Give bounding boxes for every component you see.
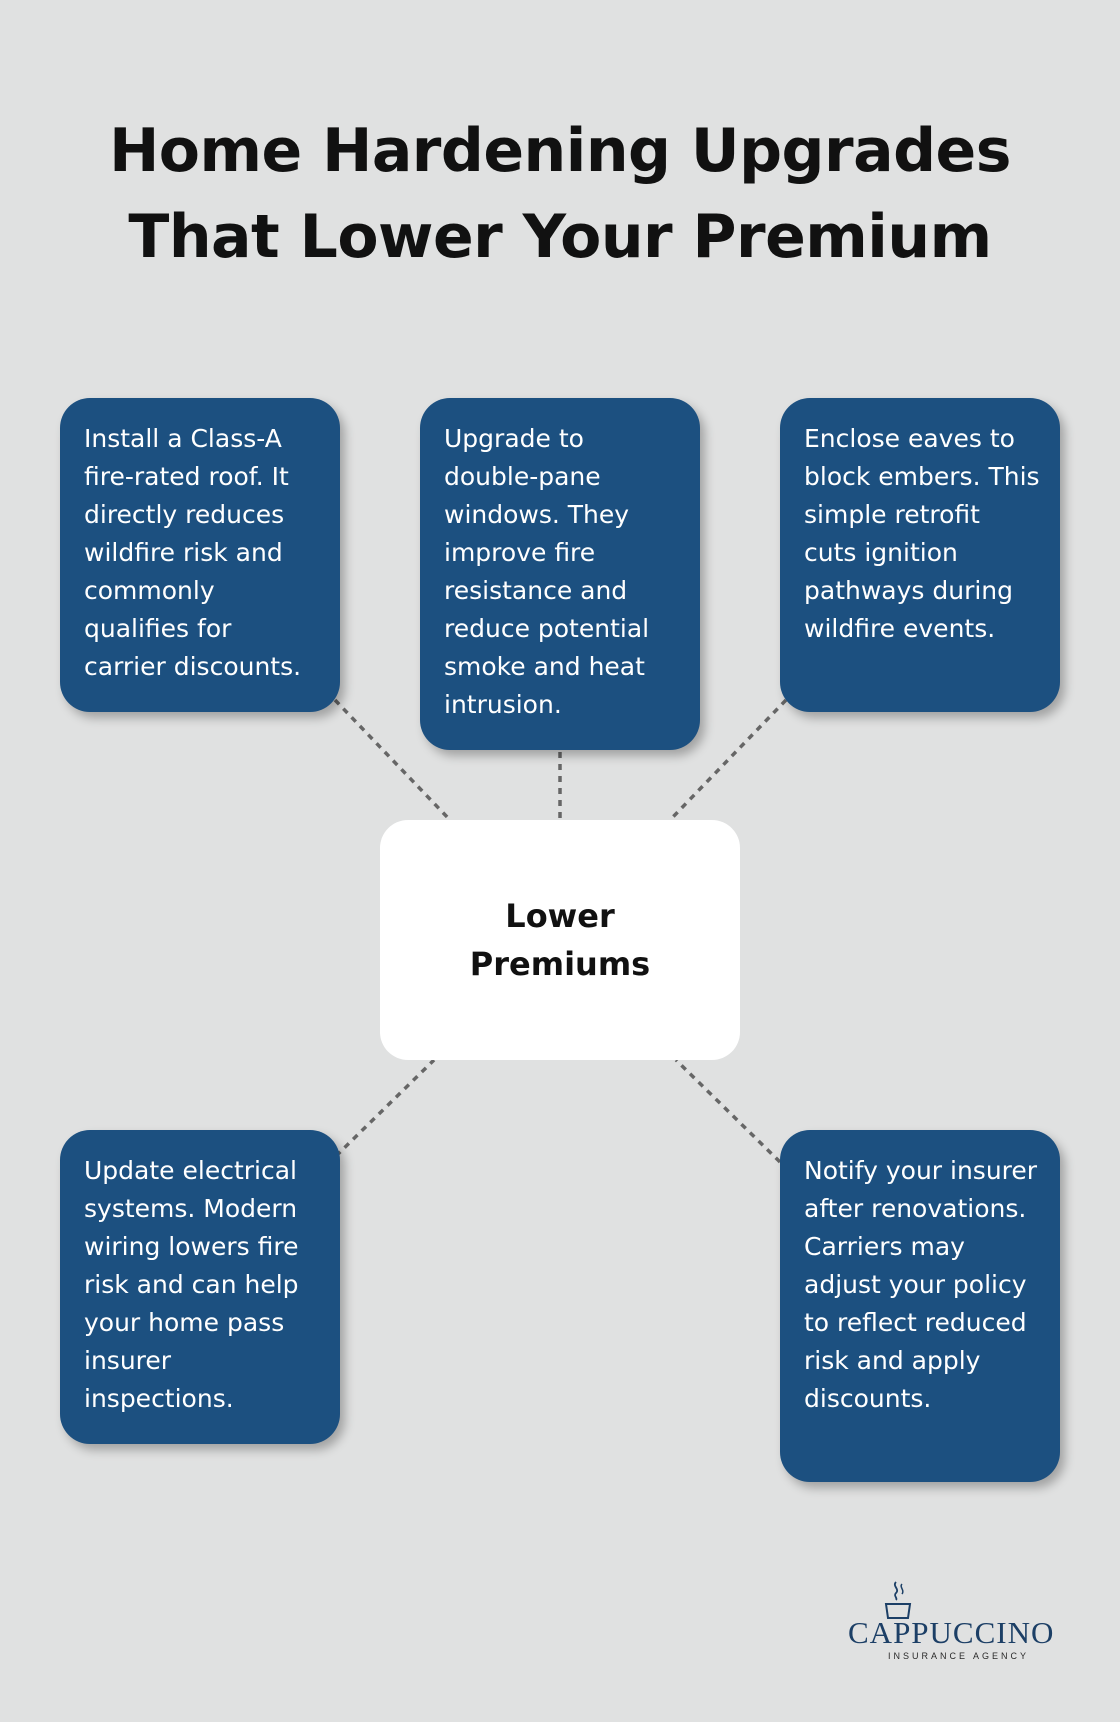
coffee-cup-icon [884,1581,912,1619]
card-notify-insurer: Notify your insurer after renovations. C… [780,1130,1060,1482]
center-box: Lower Premiums [380,820,740,1060]
connector-line-roof [333,698,452,822]
card-text: Install a Class-A fire-rated roof. It di… [84,424,302,681]
logo-name: CAPPUCCINO [848,1615,1055,1650]
page-title: Home Hardening Upgrades That Lower Your … [0,108,1120,280]
title-line-2: That Lower Your Premium [128,202,992,272]
card-text: Upgrade to double-pane windows. They imp… [444,424,650,719]
connector-line-eaves [668,698,788,822]
center-label: Lower Premiums [469,897,651,983]
title-line-1: Home Hardening Upgrades [109,116,1011,186]
connector-line-electrical [334,1058,436,1158]
card-class-a-roof: Install a Class-A fire-rated roof. It di… [60,398,340,712]
company-logo: CAPPUCCINO INSURANCE AGENCY [848,1580,1063,1661]
card-text: Notify your insurer after renovations. C… [804,1156,1038,1413]
card-electrical-systems: Update electrical systems. Modern wiring… [60,1130,340,1444]
card-double-pane-windows: Upgrade to double-pane windows. They imp… [420,398,700,750]
card-enclose-eaves: Enclose eaves to block embers. This simp… [780,398,1060,712]
card-text: Enclose eaves to block embers. This simp… [804,424,1040,643]
connector-line-notify [674,1058,782,1164]
card-text: Update electrical systems. Modern wiring… [84,1156,299,1413]
logo-tagline: INSURANCE AGENCY [888,1651,1030,1661]
